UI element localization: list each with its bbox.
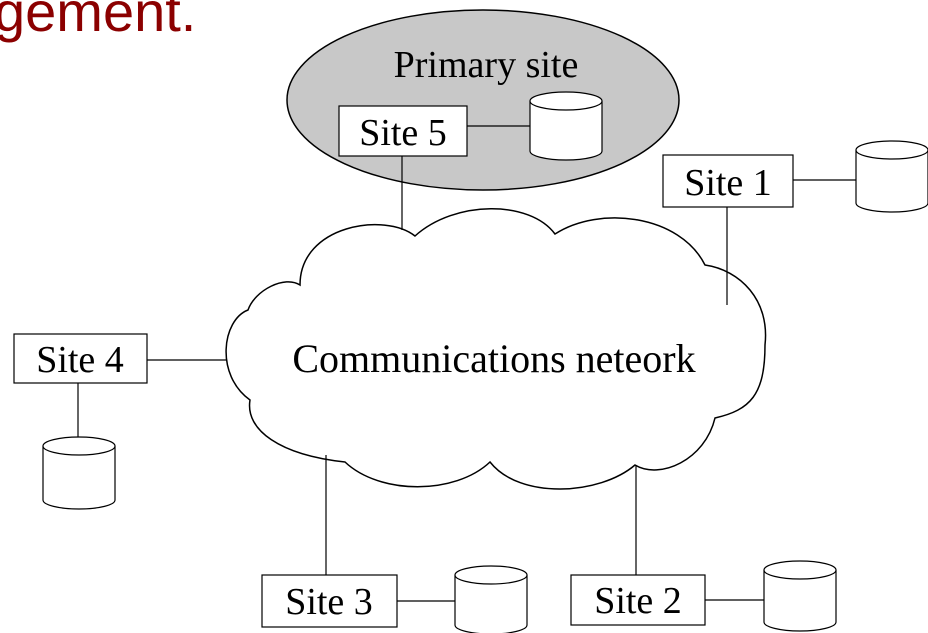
site-5-label: Site 5 <box>359 112 447 154</box>
site-5: Site 5 <box>338 105 468 157</box>
site-1-label: Site 1 <box>684 162 772 204</box>
database-icon-site4 <box>42 436 116 510</box>
slide-heading: gement. <box>0 0 197 43</box>
network-label: Communications neteork <box>292 336 695 381</box>
communications-network-cloud <box>225 208 767 490</box>
site-1: Site 1 <box>662 154 794 208</box>
site-3-label: Site 3 <box>285 581 373 623</box>
database-icon-site3 <box>454 565 528 633</box>
database-icon-site5 <box>529 91 603 161</box>
site-3: Site 3 <box>261 574 398 628</box>
database-icon-site1 <box>855 140 928 213</box>
primary-site-label: Primary site <box>394 44 579 86</box>
site-4: Site 4 <box>13 333 148 384</box>
primary-site-ellipse <box>286 9 680 191</box>
site-2: Site 2 <box>570 574 706 626</box>
database-icon-site2 <box>763 560 837 632</box>
site-2-label: Site 2 <box>594 580 682 622</box>
site-4-label: Site 4 <box>36 339 124 381</box>
